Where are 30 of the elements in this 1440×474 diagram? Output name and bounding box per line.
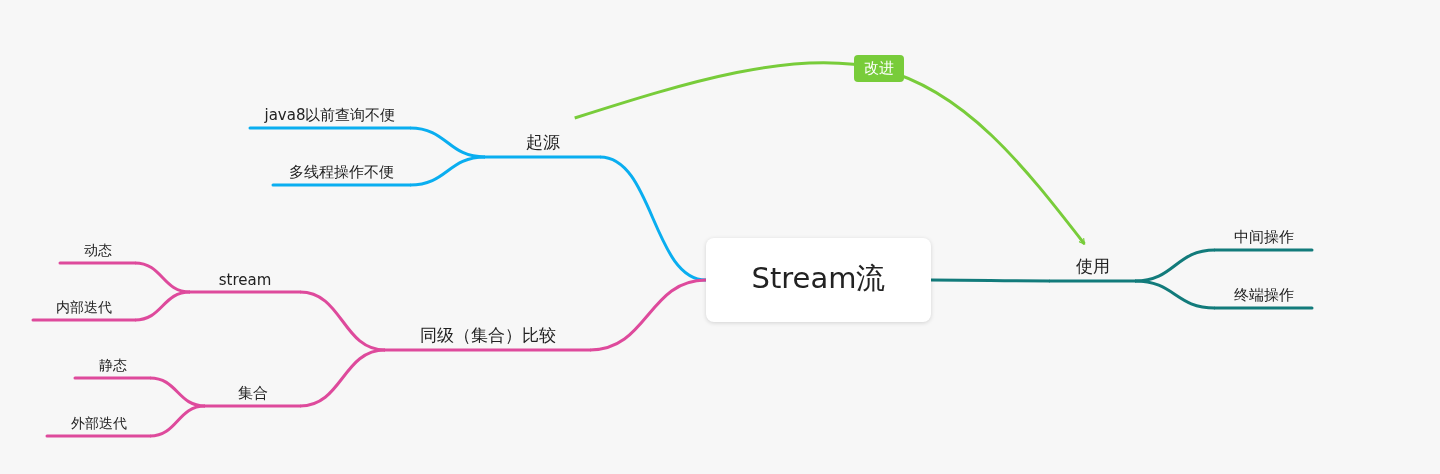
branch-line: [409, 126, 486, 159]
branch-line: [299, 348, 386, 408]
topic-text: Stream流: [751, 259, 886, 297]
arrow: [574, 61, 1086, 245]
topic-text: 使用: [1075, 255, 1110, 278]
topic-text: 动态: [83, 242, 112, 260]
topic-text: 起源: [525, 131, 560, 154]
topic-text: 中间操作: [1233, 228, 1294, 248]
topic-text: 终端操作: [1233, 286, 1294, 306]
topic-text: java8以前查询不便: [264, 106, 396, 126]
topic-text: 外部迭代: [70, 415, 127, 433]
branch-line: [134, 261, 191, 294]
branch-line: [149, 376, 206, 408]
edge-label: 改进: [854, 55, 904, 82]
branch-line: [599, 155, 707, 282]
topic-text: 同级（集合）比较: [419, 324, 556, 347]
topic-text: stream: [218, 271, 272, 291]
branch-line: [589, 278, 707, 352]
branch-line: [299, 290, 386, 352]
branch-line: [1134, 279, 1216, 310]
topic-text: 静态: [98, 357, 127, 375]
topic-text: 多线程操作不便: [289, 163, 394, 183]
topic-text: 集合: [237, 384, 268, 404]
branch-line: [149, 404, 206, 438]
topic-text: 内部迭代: [56, 299, 112, 317]
branch-line: [931, 278, 1050, 283]
branch-line: [1134, 248, 1216, 283]
branch-line: [409, 155, 486, 187]
branch-line: [134, 290, 191, 322]
central-topic-box: [706, 238, 931, 322]
